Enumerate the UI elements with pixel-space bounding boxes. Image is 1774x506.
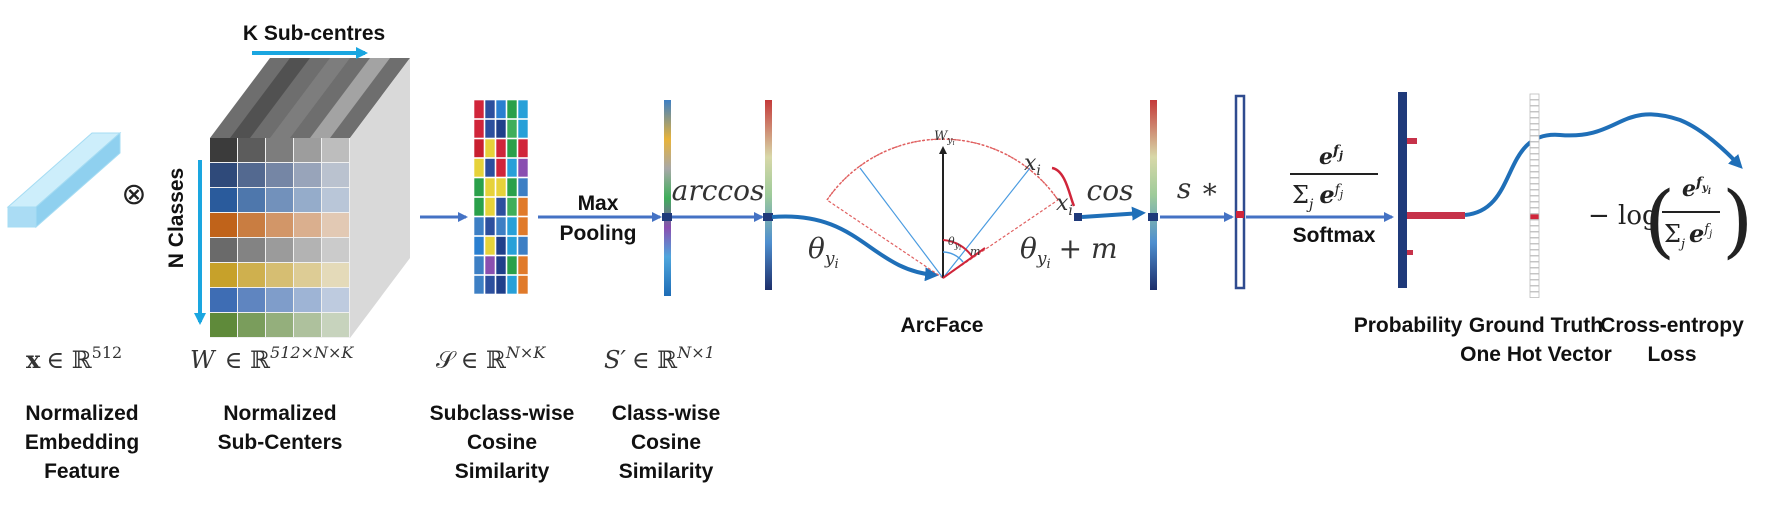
- ground-truth-label-2: One Hot Vector: [1460, 343, 1612, 366]
- x-in-r512: x∈ ℝ512: [26, 343, 122, 374]
- svg-text:Cosine: Cosine: [467, 431, 537, 454]
- max-pooling-label-2: Pooling: [560, 222, 637, 245]
- cross-entropy-label-1: Cross-entropy: [1600, 314, 1744, 337]
- s-prime-in-r: S′∈ ℝN×1: [604, 343, 715, 374]
- cross-entropy-label-2: Loss: [1647, 343, 1696, 366]
- probability-bar: [1398, 92, 1465, 288]
- svg-text:Sub-Centers: Sub-Centers: [218, 431, 343, 454]
- arccos-label: arccos: [672, 174, 765, 207]
- s-times-label: s ∗: [1177, 172, 1219, 205]
- svg-text:(: (: [1644, 174, 1675, 267]
- caption-subclass: Subclass-wise Cosine Similarity: [430, 402, 575, 483]
- subclass-similarity-matrix: [473, 99, 529, 295]
- caption-embedding: Normalized Embedding Feature: [25, 402, 139, 483]
- arcface-geometry: [826, 138, 1082, 279]
- n-classes-label: N Classes: [165, 168, 188, 268]
- logits-bar: [1234, 94, 1246, 290]
- svg-text:Subclass-wise: Subclass-wise: [430, 402, 575, 425]
- theta-yi-small-label: θyi: [948, 235, 961, 252]
- probability-label: Probability: [1354, 314, 1463, 337]
- max-pooling-label-1: Max: [578, 192, 619, 215]
- cos-label: cos: [1087, 174, 1134, 207]
- softmax-label: Softmax: [1293, 224, 1376, 247]
- caption-classwise: Class-wise Cosine Similarity: [612, 402, 721, 483]
- svg-text:Similarity: Similarity: [619, 460, 714, 483]
- cos-bar: [1148, 100, 1158, 290]
- svg-text:Normalized: Normalized: [25, 402, 138, 425]
- svg-text:Feature: Feature: [44, 460, 120, 483]
- tensor-product-symbol: ⊗: [121, 177, 146, 212]
- embedding-rod: [6, 131, 122, 229]
- s-in-r: 𝒮∈ ℝN×K: [436, 343, 546, 374]
- m-small-label: m: [970, 245, 980, 258]
- classwise-similarity-bar: [662, 100, 672, 296]
- theta-yi-label: θyi: [808, 232, 839, 272]
- svg-text:Normalized: Normalized: [223, 402, 336, 425]
- svg-text:): ): [1722, 174, 1753, 267]
- svg-text:Cosine: Cosine: [631, 431, 701, 454]
- loss-curve-arrow: [1464, 112, 1743, 217]
- theta-bar: [763, 100, 773, 290]
- svg-text:− log: − log: [1588, 201, 1659, 231]
- one-hot-vector: [1529, 93, 1540, 298]
- w-in-r: W∈ ℝ512×N×K: [190, 343, 354, 374]
- theta-curve-arrow: [771, 214, 939, 282]
- svg-text:efyi: efyi: [1682, 175, 1711, 202]
- svg-text:Similarity: Similarity: [455, 460, 550, 483]
- x-i-label-bottom: xi: [1056, 191, 1073, 219]
- x-i-label-top: xi: [1024, 151, 1041, 179]
- svg-text:efj: efj: [1319, 143, 1343, 170]
- subcentre-cube: [210, 58, 410, 338]
- cos-arrow: [1081, 206, 1146, 221]
- svg-text:Class-wise: Class-wise: [612, 402, 721, 425]
- arcface-label: ArcFace: [901, 314, 984, 337]
- ground-truth-label-1: Ground Truth: [1469, 314, 1603, 337]
- k-subcentres-label: K Sub-centres: [243, 22, 385, 45]
- svg-text:Embedding: Embedding: [25, 431, 139, 454]
- w-yi-label: Wyi: [934, 129, 955, 147]
- caption-subcenters: Normalized Sub-Centers: [218, 402, 343, 454]
- theta-plus-m-label: θyi+ m: [1020, 232, 1118, 272]
